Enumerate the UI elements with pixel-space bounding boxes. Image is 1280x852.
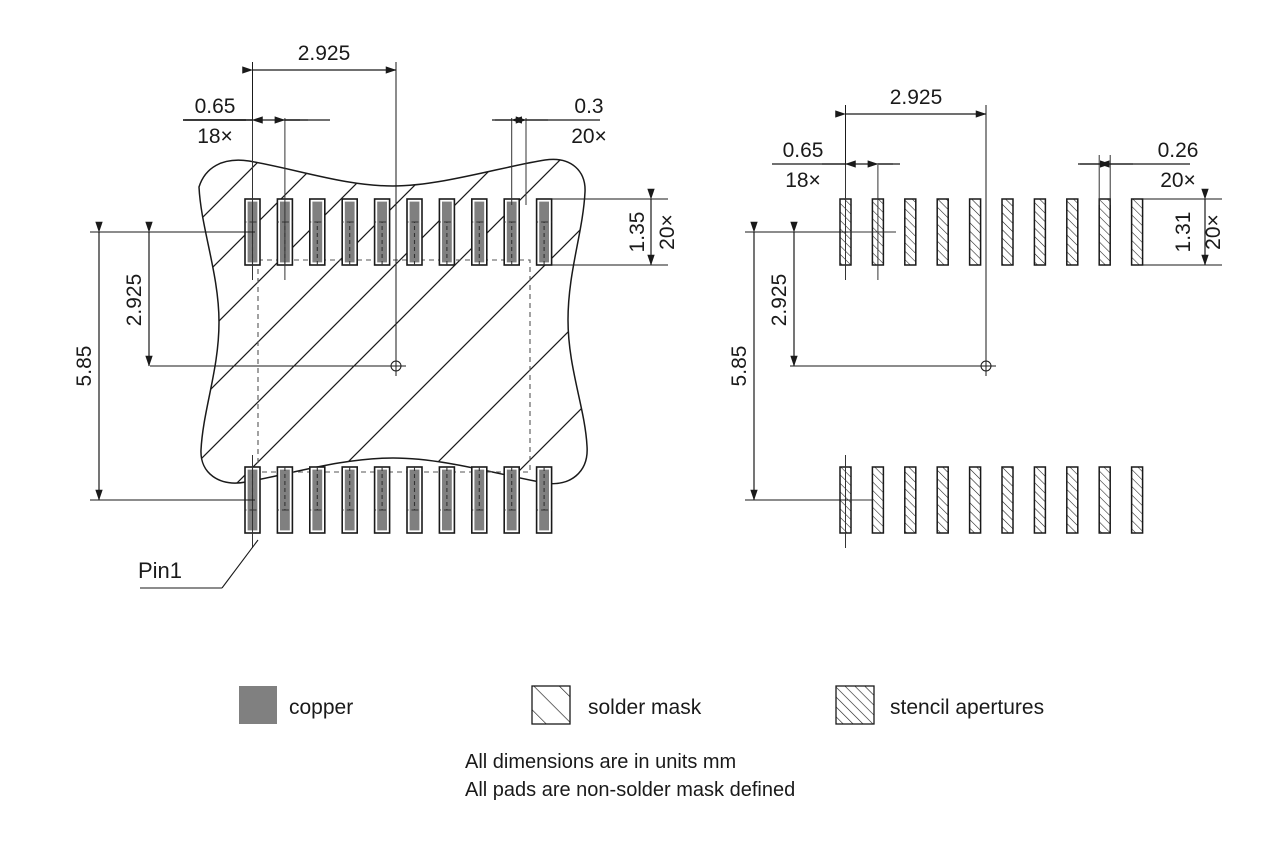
copper-pad [503,466,521,534]
dim-label-pitch: 0.65 [195,95,236,118]
dim-full-height-right: 5.85 [728,221,848,501]
legend-swatch-copper [239,686,277,724]
legend-label-stencil: stencil apertures [890,696,1044,719]
dim-pad-length: 1.35 20× [551,188,679,266]
pin1-leader: Pin1 [138,539,259,589]
dim-pitch: 0.65 18× [183,95,330,148]
legend-item-stencil: stencil apertures [835,685,1044,725]
stencil-aperture [1066,198,1079,266]
legend-swatch-solder-mask [531,685,571,725]
copper-pad [406,198,423,266]
dim-label-row-span: 2.925 [298,42,351,65]
stencil-aperture [1130,466,1144,534]
stencil-aperture [1033,198,1047,266]
dim-label-half-height-right: 2.925 [768,274,791,327]
legend-label-copper: copper [289,696,353,719]
dim-label-pad-length-count: 20× [656,214,679,250]
dim-label-half-height: 2.925 [123,274,146,327]
dim-label-pitch-count-right: 18× [785,169,821,192]
dim-label-full-height-right: 5.85 [728,346,751,387]
dim-label-pitch-count: 18× [197,125,233,148]
dim-row-span-horizontal: 2.925 [242,42,397,355]
legend-swatch-stencil [835,685,875,725]
dim-label-full-height: 5.85 [73,346,96,387]
stencil-aperture [904,198,917,266]
legend-label-solder-mask: solder mask [588,696,702,719]
stencil-aperture [936,466,949,534]
note-units: All dimensions are in units mm [465,751,736,773]
pad-centerlines [252,118,527,548]
stencil-aperture [1066,466,1079,534]
stencil-aperture [871,466,885,534]
pin1-label: Pin1 [138,558,182,583]
note-mask: All pads are non-solder mask defined [465,779,795,801]
copper-pad [276,466,294,534]
dim-label-aperture-width: 0.26 [1158,139,1199,162]
dim-label-aperture-length-count: 20× [1202,214,1225,250]
stencil-aperture [904,466,917,534]
dim-label-aperture-length: 1.31 [1172,212,1195,253]
dim-label-pad-width: 0.3 [574,95,603,118]
stencil-aperture [1001,466,1014,534]
dim-pitch-right: 0.65 18× [772,139,900,192]
solder-mask-outline [198,158,588,485]
dim-label-pad-length: 1.35 [626,212,649,253]
component-body-outline [257,259,531,473]
stencil-aperture [1098,466,1111,534]
dim-aperture-length: 1.31 20× [1142,188,1225,266]
dim-row-span-horizontal-right: 2.925 [835,86,987,360]
stencil-aperture [968,198,982,266]
dim-full-height: 5.85 [73,221,255,501]
dim-label-pad-width-count: 20× [571,125,607,148]
legend-item-copper: copper [239,686,353,724]
right-view-stencil-apertures: 2.925 0.65 18× 0.26 20× 1.31 20× [728,86,1225,548]
left-view-copper-solder-mask: 2.925 0.65 18× 0.3 20× 1.35 20× [73,42,679,589]
stencil-aperture [1033,466,1047,534]
dim-aperture-width: 0.26 20× [1078,139,1198,192]
dim-label-row-span-right: 2.925 [890,86,943,109]
dim-pad-width: 0.3 20× [492,95,607,148]
stencil-aperture [936,198,949,266]
stencil-aperture [968,466,982,534]
copper-pad [470,198,488,266]
stencil-aperture [1098,198,1111,266]
legend: copper solder mask stencil apertures All… [239,685,1044,801]
stencil-aperture [1001,198,1014,266]
legend-item-solder-mask: solder mask [531,685,702,725]
dim-label-aperture-width-count: 20× [1160,169,1196,192]
solder-mask-body [198,158,588,485]
stencil-aperture [1130,198,1144,266]
dim-label-pitch-right: 0.65 [783,139,824,162]
